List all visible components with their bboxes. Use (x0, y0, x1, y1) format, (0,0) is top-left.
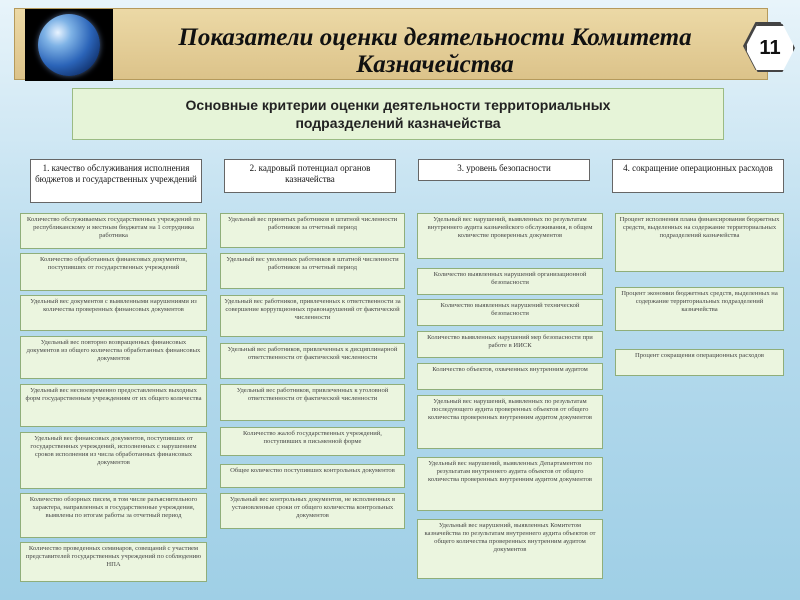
column-header-2: 2. кадровый потенциал органов казначейст… (224, 159, 396, 193)
criterion-1-6: Удельный вес финансовых документов, пост… (20, 432, 207, 489)
section-subtitle: Основные критерии оценки деятельности те… (72, 88, 724, 140)
criterion-1-3: Удельный вес документов с выявленными на… (20, 295, 207, 331)
criterion-2-6: Количество жалоб государственных учрежде… (220, 427, 405, 456)
criterion-1-2: Количество обработанных финансовых докум… (20, 253, 207, 291)
slide-title-line-1: Показатели оценки деятельности Комитета (125, 24, 745, 51)
criterion-2-3: Удельный вес работников, привлеченных к … (220, 295, 405, 337)
criterion-2-1: Удельный вес принятых работников в штатн… (220, 213, 405, 248)
criterion-2-8: Удельный вес контрольных документов, не … (220, 493, 405, 529)
title-banner: Показатели оценки деятельности Комитета … (14, 8, 768, 80)
subtitle-line-1: Основные критерии оценки деятельности те… (186, 96, 611, 114)
criterion-1-4: Удельный вес повторно возвращенных финан… (20, 336, 207, 379)
subtitle-line-2: подразделений казначейства (186, 114, 611, 132)
column-header-1: 1. качество обслуживания исполнения бюдж… (30, 159, 202, 203)
criterion-3-2: Количество выявленных нарушений организа… (417, 268, 603, 295)
criterion-2-5: Удельный вес работников, привлеченных к … (220, 384, 405, 421)
column-header-4: 4. сокращение операционных расходов (612, 159, 784, 193)
criterion-3-1: Удельный вес нарушений, выявленных по ре… (417, 213, 603, 259)
column-header-3: 3. уровень безопасности (418, 159, 590, 181)
criterion-1-8: Количество проведенных семинаров, совеща… (20, 542, 207, 582)
criterion-1-7: Количество обзорных писем, в том числе р… (20, 493, 207, 538)
globe-logo (25, 9, 113, 81)
slide-title-line-2: Казначейства (125, 51, 745, 78)
criterion-2-4: Удельный вес работников, привлеченных к … (220, 343, 405, 379)
criterion-2-2: Удельный вес уволенных работников в штат… (220, 253, 405, 289)
criterion-3-4: Количество выявленных нарушений мер безо… (417, 331, 603, 358)
criterion-4-1: Процент исполнения плана финансирования … (615, 213, 784, 272)
criterion-3-5: Количество объектов, охваченных внутренн… (417, 363, 603, 390)
criterion-1-1: Количество обслуживаемых государственных… (20, 213, 207, 249)
criterion-3-7: Удельный вес нарушений, выявленных Депар… (417, 457, 603, 511)
globe-icon (38, 14, 100, 76)
criterion-2-7: Общее количество поступивших контрольных… (220, 464, 405, 488)
criterion-3-6: Удельный вес нарушений, выявленных по ре… (417, 395, 603, 449)
criterion-4-2: Процент экономии бюджетных средств, выде… (615, 287, 784, 331)
slide-title: Показатели оценки деятельности Комитета … (125, 24, 745, 78)
criterion-3-8: Удельный вес нарушений, выявленных Комит… (417, 519, 603, 579)
criterion-3-3: Количество выявленных нарушений техничес… (417, 299, 603, 326)
criterion-4-3: Процент сокращения операционных расходов (615, 349, 784, 376)
criterion-1-5: Удельный вес несвоевременно предоставлен… (20, 384, 207, 427)
